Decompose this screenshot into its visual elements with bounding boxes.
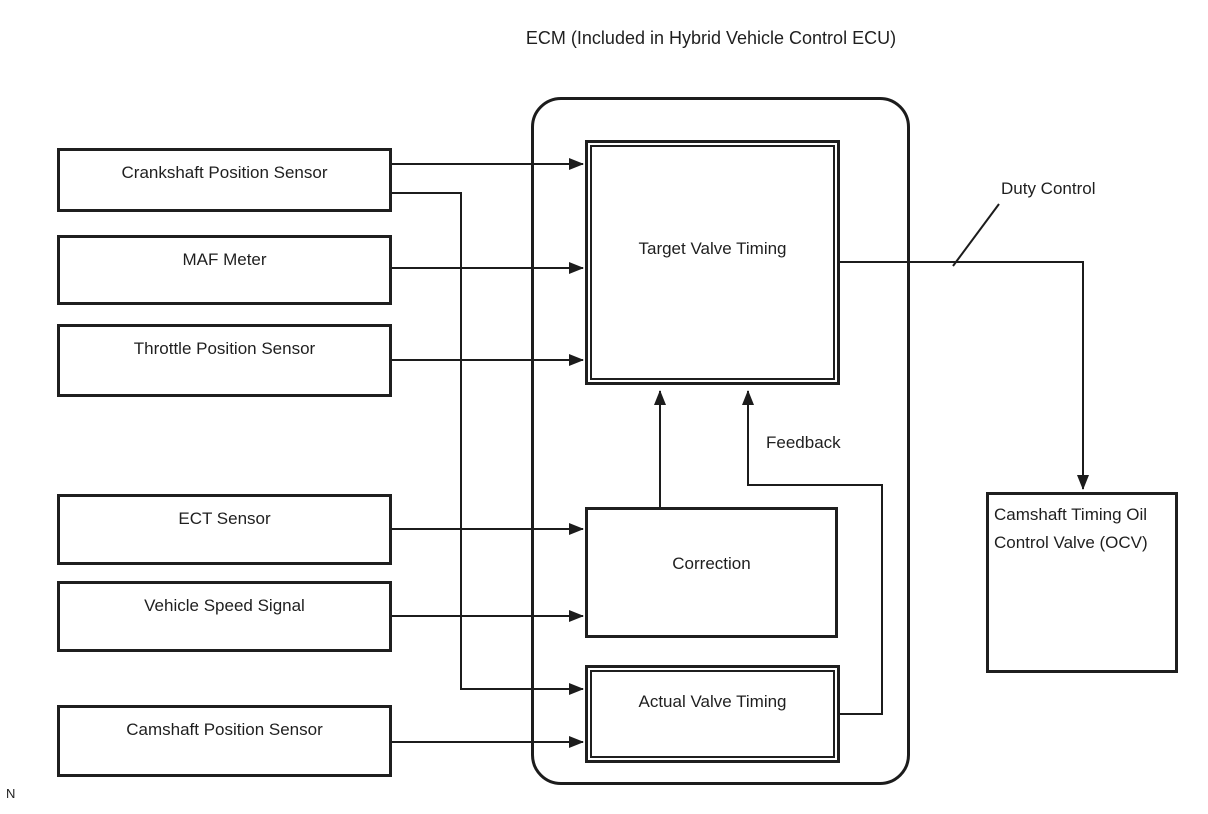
- output-label: Camshaft Timing Oil Control Valve (OCV): [994, 505, 1148, 552]
- output-box-camshaft-timing-ocv: Camshaft Timing Oil Control Valve (OCV): [986, 492, 1178, 673]
- input-label: Vehicle Speed Signal: [144, 596, 305, 615]
- input-label: ECT Sensor: [178, 509, 271, 528]
- ecm-block-correction: Correction: [585, 507, 838, 638]
- ecm-container-outline: [531, 97, 910, 785]
- diagram-title: ECM (Included in Hybrid Vehicle Control …: [525, 28, 897, 48]
- input-box-ect-sensor: ECT Sensor: [57, 494, 392, 565]
- ecm-block-actual-valve-timing: Actual Valve Timing: [585, 665, 840, 763]
- footnote-marker: N: [6, 786, 16, 801]
- wire-crankshaft-to-actual: [392, 192, 584, 695]
- input-box-crankshaft-position-sensor: Crankshaft Position Sensor: [57, 148, 392, 212]
- input-box-vehicle-speed-signal: Vehicle Speed Signal: [57, 581, 392, 652]
- duty-control-label: Duty Control: [1001, 179, 1096, 198]
- block-label: Target Valve Timing: [638, 238, 787, 258]
- input-box-maf-meter: MAF Meter: [57, 235, 392, 305]
- block-label: Actual Valve Timing: [638, 692, 787, 711]
- wire-duty-control-to-ocv: [840, 261, 1089, 490]
- wire-feedback-actual-to-target: [742, 390, 883, 715]
- input-box-camshaft-position-sensor: Camshaft Position Sensor: [57, 705, 392, 777]
- input-label: Throttle Position Sensor: [133, 339, 316, 358]
- block-label: Correction: [672, 553, 751, 573]
- input-label: Camshaft Position Sensor: [126, 720, 323, 739]
- input-label: MAF Meter: [182, 250, 267, 269]
- duty-control-leader-line: [952, 203, 1000, 267]
- feedback-label: Feedback: [766, 433, 841, 452]
- ecm-block-target-valve-timing: Target Valve Timing: [585, 140, 840, 385]
- input-box-throttle-position-sensor: Throttle Position Sensor: [57, 324, 392, 397]
- input-label: Crankshaft Position Sensor: [121, 163, 328, 182]
